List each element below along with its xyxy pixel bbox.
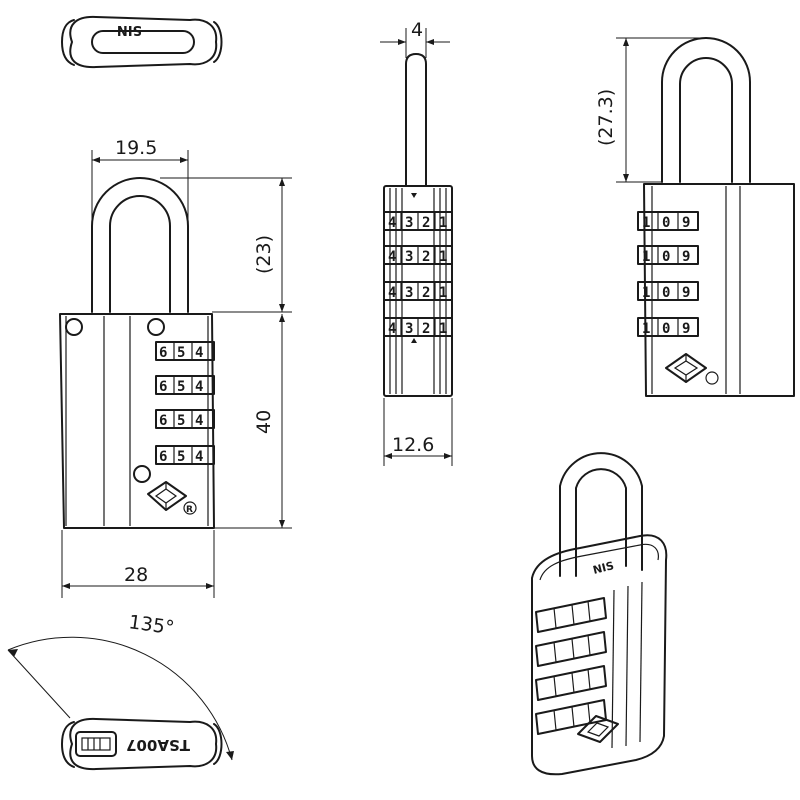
top-view: SIN	[61, 15, 223, 69]
dim-body-depth: 12.6	[383, 398, 453, 466]
open-dial-row-4: 1 0 9	[637, 317, 699, 337]
dim-shackle-height: (23)	[160, 177, 292, 313]
dim-shackle-open-height: (27.3)	[595, 37, 706, 183]
open-view: 1 0 9 1 0 9 1 0 9 1 0 9	[595, 37, 795, 397]
open-digit: 0	[662, 215, 670, 231]
side-digit: 3	[405, 215, 413, 231]
front-view: 6 5 4 6 5 4 6 5 4 6 5 4	[59, 137, 292, 598]
side-digit: 1	[439, 215, 447, 231]
side-digit: 1	[439, 285, 447, 301]
bottom-engraving: TSA007	[126, 736, 190, 754]
bottom-view: 135° TSA007	[7, 611, 234, 771]
dim-body-height: 40	[214, 314, 292, 529]
side-digit: 3	[405, 249, 413, 265]
dim-label: 135°	[127, 611, 175, 639]
side-dial-row-1: 4 3 2 1	[383, 211, 453, 231]
front-digit: 5	[177, 413, 185, 429]
side-digit: 2	[422, 215, 430, 231]
side-digit: 4	[388, 249, 396, 265]
side-digit: 2	[422, 285, 430, 301]
isometric-view: NIS	[531, 452, 668, 776]
side-dial-row-4: 4 3 2 1	[383, 317, 453, 337]
side-digit: 3	[405, 321, 413, 337]
side-view: 4 3 2 1 4 3 2 1 4 3 2 1 4 3 2 1	[380, 19, 453, 466]
iso-dial-row-3	[535, 665, 607, 701]
side-digit: 2	[422, 249, 430, 265]
front-digit: 6	[159, 379, 167, 395]
tsa-logo-icon	[665, 353, 719, 385]
side-dial-row-3: 4 3 2 1	[383, 281, 453, 301]
dim-label: 4	[411, 19, 423, 41]
front-digit: 4	[195, 413, 203, 429]
tsa-logo-icon	[577, 715, 619, 743]
front-digit: 6	[159, 413, 167, 429]
front-digit: 6	[159, 449, 167, 465]
open-digit: 0	[662, 321, 670, 337]
front-digit: 4	[195, 379, 203, 395]
front-dial-row-2: 6 5 4	[155, 375, 215, 395]
side-digit: 1	[439, 321, 447, 337]
open-digit: 9	[682, 285, 690, 301]
front-digit: 4	[195, 449, 203, 465]
registered-mark: R	[186, 505, 193, 515]
dim-body-width: 28	[61, 530, 215, 598]
front-dial-row-3: 6 5 4	[155, 409, 215, 429]
open-digit: 0	[662, 285, 670, 301]
side-digit: 1	[439, 249, 447, 265]
front-dial-row-4: 6 5 4	[155, 445, 215, 465]
dim-label: 12.6	[392, 434, 434, 456]
open-digit: 1	[642, 321, 650, 337]
tsa-logo-icon: R	[147, 481, 197, 515]
side-dial-row-2: 4 3 2 1	[383, 245, 453, 265]
iso-dial-row-2	[535, 631, 607, 667]
open-digit: 1	[642, 249, 650, 265]
dim-label: 40	[253, 410, 275, 434]
iso-dial-row-1	[535, 597, 607, 633]
front-dial-row-1: 6 5 4	[155, 341, 215, 361]
side-digit: 3	[405, 285, 413, 301]
front-digit: 4	[195, 345, 203, 361]
top-engraving: SIN	[117, 22, 142, 37]
open-digit: 9	[682, 321, 690, 337]
side-digit: 2	[422, 321, 430, 337]
side-digit: 4	[388, 321, 396, 337]
open-dial-row-1: 1 0 9	[637, 211, 699, 231]
dim-label: 19.5	[115, 137, 157, 159]
dim-label: (27.3)	[595, 89, 617, 146]
open-digit: 9	[682, 215, 690, 231]
front-digit: 6	[159, 345, 167, 361]
dim-shackle-thickness: 4	[380, 19, 450, 58]
open-dial-row-2: 1 0 9	[637, 245, 699, 265]
dim-shackle-width: 19.5	[91, 137, 189, 226]
open-digit: 9	[682, 249, 690, 265]
dim-label: (23)	[253, 235, 275, 274]
open-digit: 1	[642, 215, 650, 231]
iso-engraving: NIS	[592, 559, 616, 577]
front-digit: 5	[177, 449, 185, 465]
front-digit: 5	[177, 379, 185, 395]
open-digit: 1	[642, 285, 650, 301]
dim-label: 28	[124, 564, 148, 586]
open-digit: 0	[662, 249, 670, 265]
front-digit: 5	[177, 345, 185, 361]
side-digit: 4	[388, 215, 396, 231]
side-digit: 4	[388, 285, 396, 301]
open-dial-row-3: 1 0 9	[637, 281, 699, 301]
